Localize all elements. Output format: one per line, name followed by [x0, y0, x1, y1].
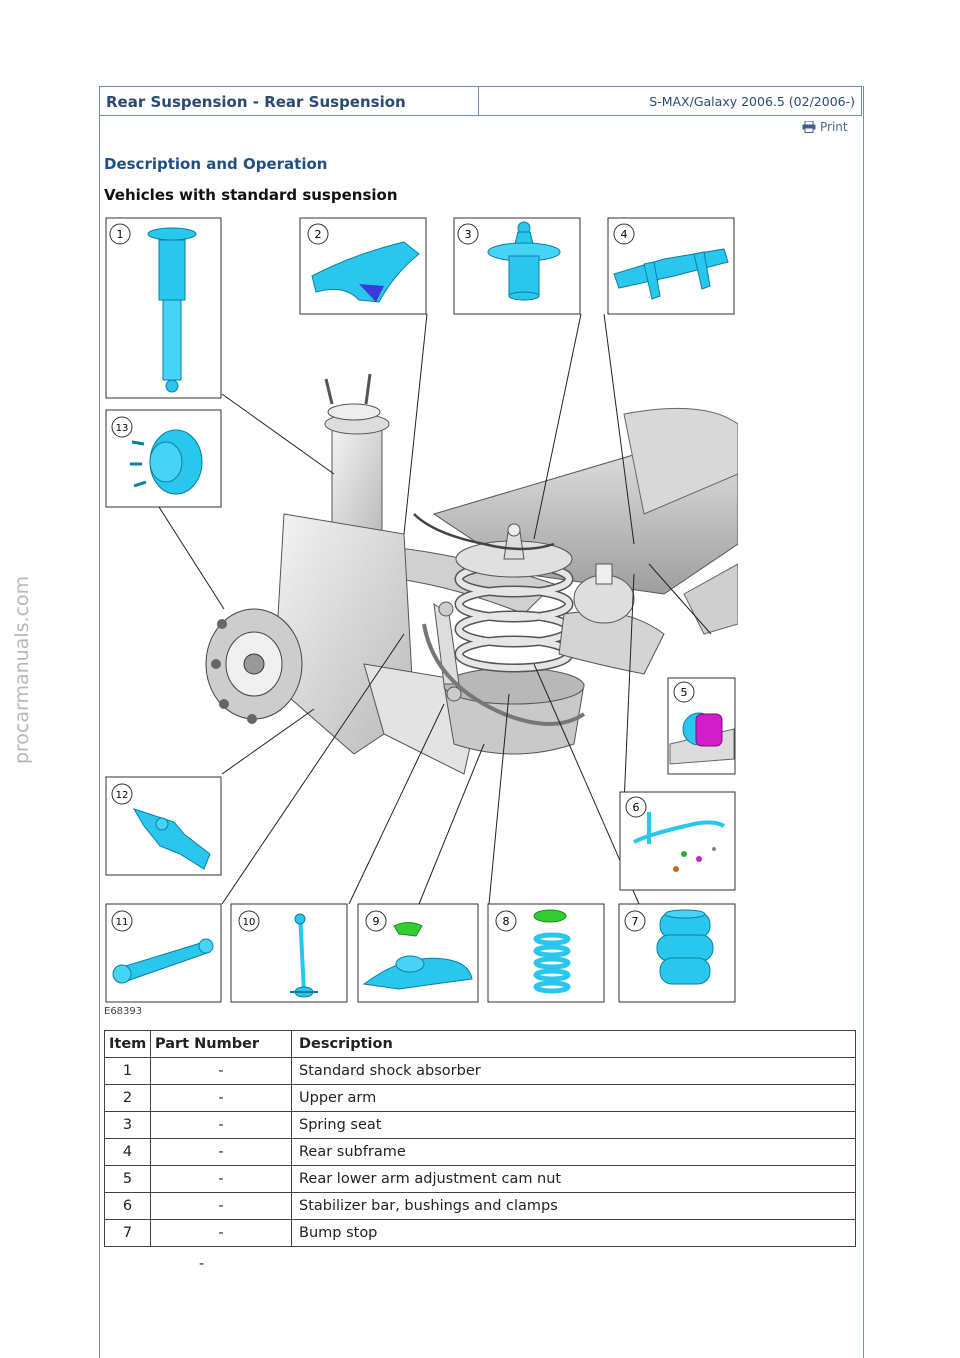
- table-row: 4 - Rear subframe: [104, 1138, 856, 1166]
- description-cell: Rear subframe: [291, 1138, 856, 1166]
- callout-label-5: 5: [681, 686, 688, 699]
- page-header: Rear Suspension - Rear Suspension S-MAX/…: [99, 86, 862, 116]
- callout-box-4: 4: [607, 217, 735, 315]
- part-number-cell: -: [150, 1138, 292, 1166]
- callout-label-6: 6: [633, 801, 640, 814]
- callout-box-8: 8: [487, 903, 605, 1003]
- table-header-row: Item Part Number Description: [104, 1030, 856, 1058]
- callout-label-4: 4: [621, 228, 628, 241]
- print-label: Print: [820, 120, 848, 134]
- description-cell: Stabilizer bar, bushings and clamps: [291, 1192, 856, 1220]
- table-row: 6 - Stabilizer bar, bushings and clamps: [104, 1192, 856, 1220]
- print-button[interactable]: Print: [802, 120, 848, 134]
- item-cell: 2: [104, 1084, 151, 1112]
- table-row: 2 - Upper arm: [104, 1084, 856, 1112]
- callout-label-7: 7: [632, 915, 639, 928]
- diagram-code: E68393: [104, 1006, 143, 1017]
- callout-box-12: 12: [105, 776, 222, 876]
- callout-box-1: 1: [105, 217, 222, 399]
- item-cell: 4: [104, 1138, 151, 1166]
- column-header-part-number: Part Number: [150, 1030, 292, 1058]
- callout-label-9: 9: [373, 915, 380, 928]
- callout-box-5: 5: [667, 677, 736, 775]
- side-watermark: procarmanuals.com: [4, 540, 40, 800]
- callout-label-8: 8: [503, 915, 510, 928]
- parts-table: Item Part Number Description 1 - Standar…: [104, 1030, 856, 1247]
- callout-label-12: 12: [116, 790, 129, 801]
- page-title: Rear Suspension - Rear Suspension: [106, 93, 406, 111]
- main-assembly: [205, 373, 738, 775]
- table-row: 5 - Rear lower arm adjustment cam nut: [104, 1165, 856, 1193]
- description-cell: Spring seat: [291, 1111, 856, 1139]
- item-cell: 5: [104, 1165, 151, 1193]
- callout-label-11: 11: [116, 917, 129, 928]
- item-cell: 6: [104, 1192, 151, 1220]
- column-header-item: Item: [104, 1030, 151, 1058]
- item-cell: 1: [104, 1057, 151, 1085]
- printer-icon: [802, 121, 816, 133]
- callout-box-9: 9: [357, 903, 479, 1003]
- description-cell: Rear lower arm adjustment cam nut: [291, 1165, 856, 1193]
- callout-box-7: 7: [618, 903, 736, 1003]
- item-cell: 3: [104, 1111, 151, 1139]
- table-row: 3 - Spring seat: [104, 1111, 856, 1139]
- callout-label-2: 2: [315, 228, 322, 241]
- trailing-part-number: -: [199, 1256, 205, 1272]
- part-number-cell: -: [150, 1219, 292, 1247]
- part-number-cell: -: [150, 1084, 292, 1112]
- callout-label-10: 10: [243, 917, 256, 928]
- sub-title: Vehicles with standard suspension: [104, 186, 398, 204]
- page-frame: [99, 86, 864, 1358]
- part-number-cell: -: [150, 1111, 292, 1139]
- table-row: 1 - Standard shock absorber: [104, 1057, 856, 1085]
- vehicle-model: S-MAX/Galaxy 2006.5 (02/2006-): [649, 94, 855, 109]
- description-cell: Upper arm: [291, 1084, 856, 1112]
- callout-box-11: 11: [105, 903, 222, 1003]
- callout-box-2: 2: [299, 217, 427, 315]
- callout-box-6: 6: [619, 791, 736, 891]
- item-cell: 7: [104, 1219, 151, 1247]
- callout-box-13: 13: [105, 409, 222, 508]
- callout-box-10: 10: [230, 903, 348, 1003]
- description-cell: Standard shock absorber: [291, 1057, 856, 1085]
- description-cell: Bump stop: [291, 1219, 856, 1247]
- column-header-description: Description: [291, 1030, 856, 1058]
- table-row: 7 - Bump stop: [104, 1219, 856, 1247]
- section-title: Description and Operation: [104, 155, 328, 173]
- part-number-cell: -: [150, 1165, 292, 1193]
- callout-box-3: 3: [453, 217, 581, 315]
- callout-label-13: 13: [116, 423, 129, 434]
- part-number-cell: -: [150, 1192, 292, 1220]
- header-divider: [478, 87, 479, 115]
- part-number-cell: -: [150, 1057, 292, 1085]
- callout-label-3: 3: [465, 228, 472, 241]
- callout-label-1: 1: [117, 228, 124, 241]
- watermark-text: procarmanuals.com: [11, 575, 33, 765]
- suspension-diagram: 1 2 3 4 13: [105, 217, 738, 1003]
